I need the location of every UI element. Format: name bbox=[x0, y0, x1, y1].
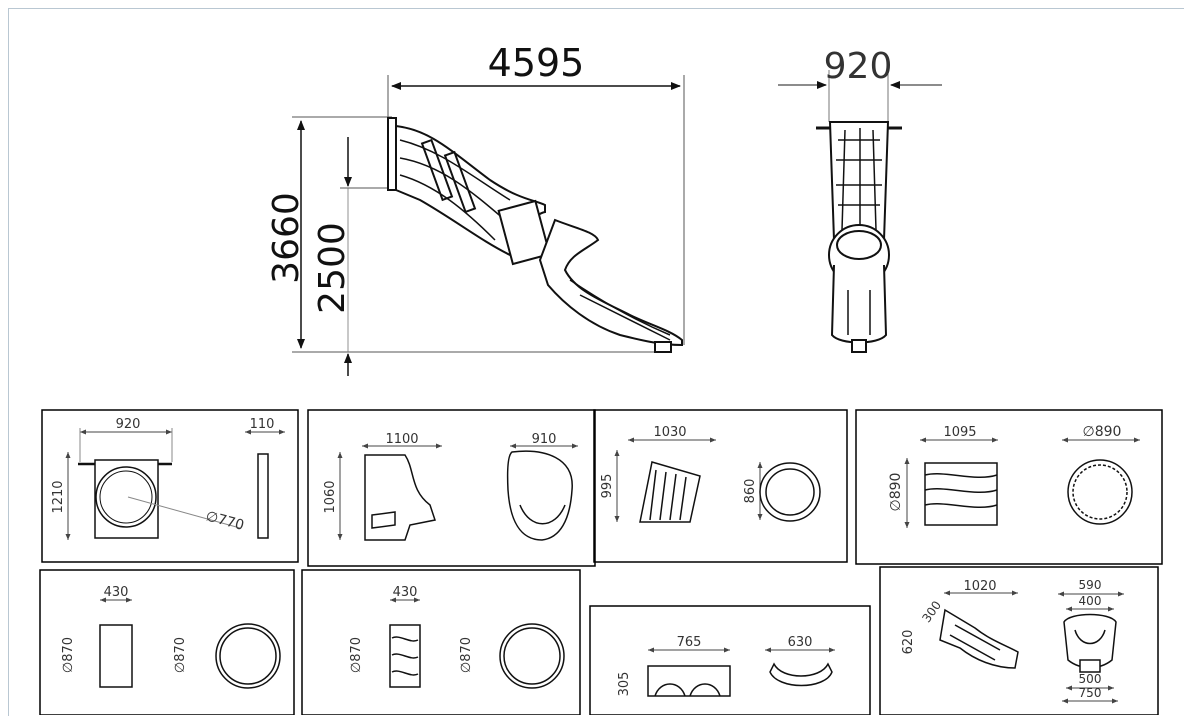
part3-height: 995 bbox=[600, 474, 615, 499]
part-box-6 bbox=[301, 569, 581, 715]
part-box-8 bbox=[879, 566, 1159, 715]
part6-width: 430 bbox=[393, 585, 418, 600]
part5-diameter-side: ∅870 bbox=[61, 637, 76, 673]
parts-grid: 920 110 1210 ∅770 1100 910 1060 bbox=[39, 409, 1163, 715]
part5-diameter-front: ∅870 bbox=[173, 637, 188, 673]
platform-height-dimension: 2500 bbox=[312, 222, 353, 314]
part8-total-width: 750 bbox=[1079, 686, 1102, 700]
slide-side-drawing bbox=[387, 117, 683, 353]
part8-width: 1020 bbox=[963, 579, 996, 594]
part5-width: 430 bbox=[104, 585, 129, 600]
part4-diameter-side: ∅890 bbox=[888, 473, 904, 512]
part3-diameter: 860 bbox=[743, 479, 758, 504]
part7-width: 765 bbox=[677, 635, 702, 650]
front-width-dimension: 920 bbox=[824, 46, 893, 87]
part6-diameter-front: ∅870 bbox=[459, 637, 474, 673]
part1-depth: 110 bbox=[250, 417, 275, 432]
part2-width: 1100 bbox=[385, 432, 418, 447]
part2-depth: 910 bbox=[532, 432, 557, 447]
total-height-dimension: 3660 bbox=[266, 192, 307, 284]
part1-height: 1210 bbox=[51, 480, 66, 513]
part1-width: 920 bbox=[116, 417, 141, 432]
slide-front-drawing bbox=[816, 121, 902, 353]
part-box-3 bbox=[593, 409, 848, 563]
part8-inner-width: 400 bbox=[1079, 594, 1102, 608]
part4-width: 1095 bbox=[943, 425, 976, 440]
main-front-view: 920 bbox=[778, 46, 942, 353]
part2-height: 1060 bbox=[323, 480, 338, 513]
part7-depth: 630 bbox=[788, 635, 813, 650]
part-box-1 bbox=[41, 409, 299, 563]
part-box-5 bbox=[39, 569, 295, 715]
part7-height: 305 bbox=[617, 672, 632, 697]
part8-base-width: 500 bbox=[1079, 672, 1102, 686]
part8-height: 620 bbox=[901, 630, 916, 655]
part-box-2 bbox=[307, 409, 596, 567]
part8-angle-dim: 300 bbox=[919, 598, 944, 625]
part3-width: 1030 bbox=[653, 425, 686, 440]
main-side-view: 4595 3660 2500 bbox=[266, 41, 685, 376]
part-box-7 bbox=[589, 605, 871, 715]
part1-diameter: ∅770 bbox=[204, 508, 246, 534]
part8-top-width: 590 bbox=[1079, 578, 1102, 592]
length-dimension: 4595 bbox=[488, 41, 585, 85]
part-box-4 bbox=[855, 409, 1163, 565]
part4-diameter-top: ∅890 bbox=[1083, 424, 1122, 440]
page-frame bbox=[8, 8, 1184, 716]
part6-diameter-side: ∅870 bbox=[349, 637, 364, 673]
